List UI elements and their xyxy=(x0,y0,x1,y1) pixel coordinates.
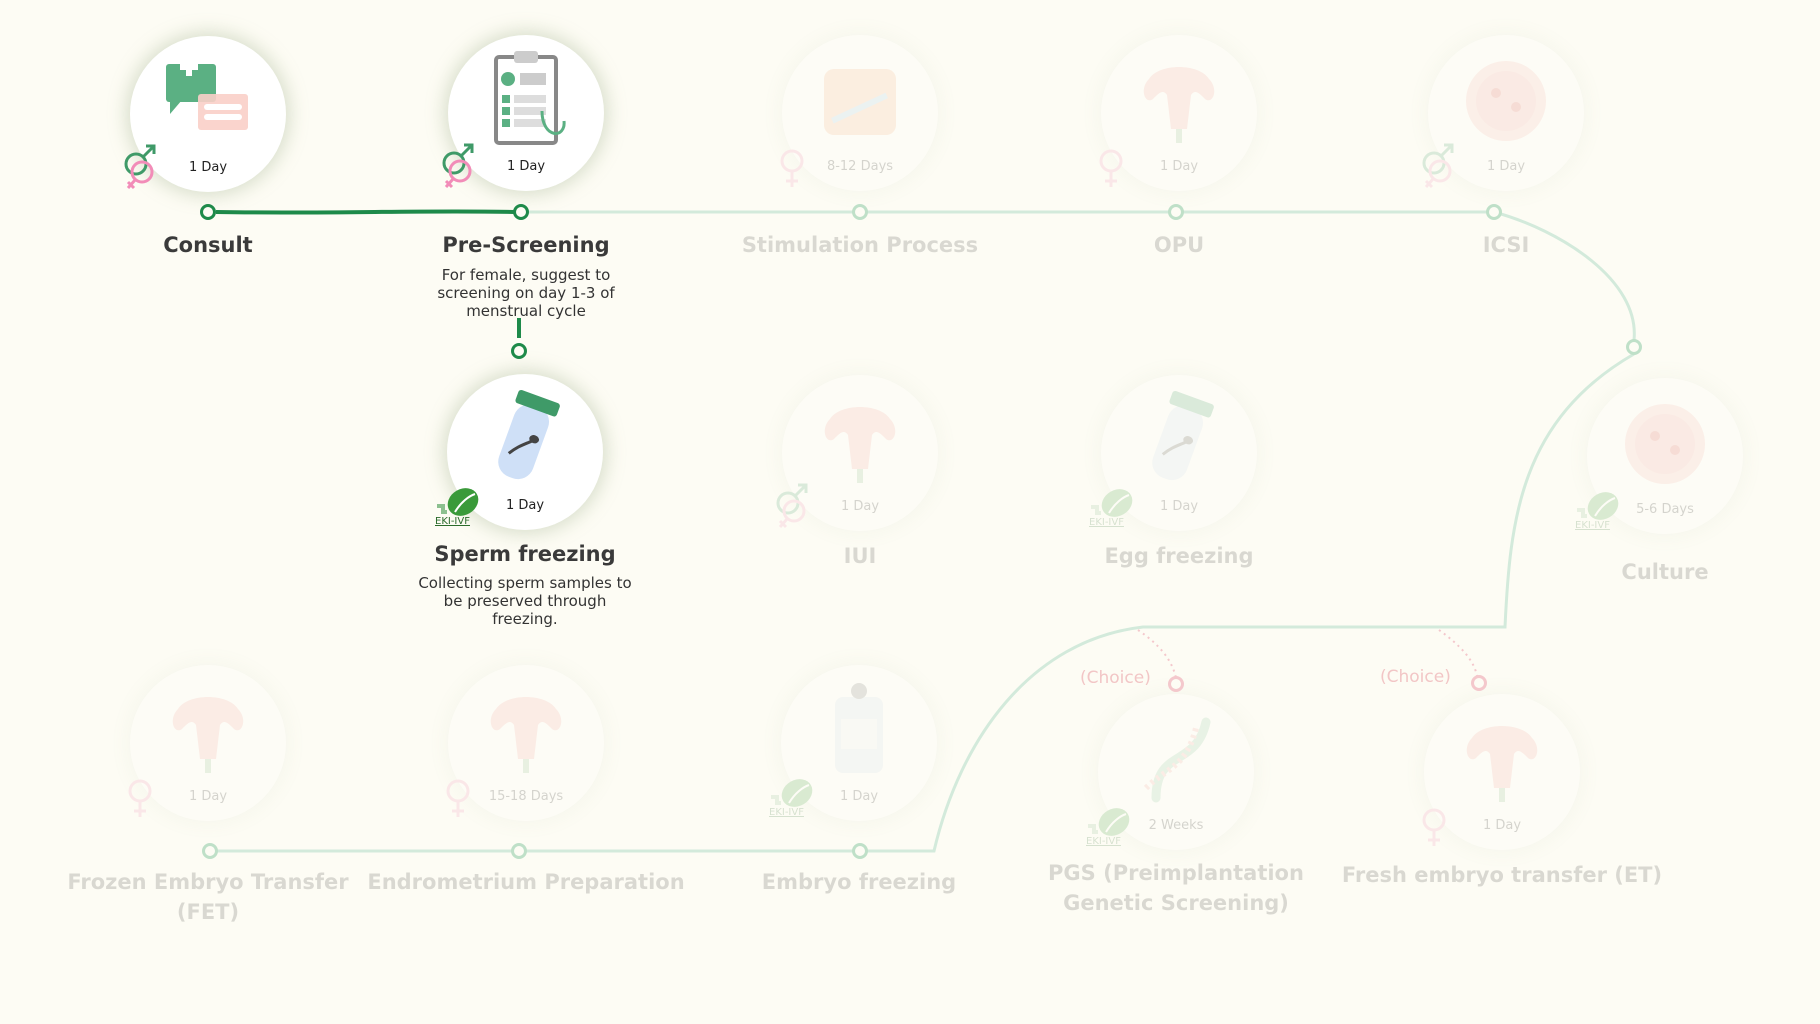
duration-label: 1 Day xyxy=(188,160,228,175)
duration-label: 8-12 Days xyxy=(826,159,894,174)
choice-label-pgs: (Choice) xyxy=(1080,668,1151,688)
tube-icon xyxy=(498,389,560,480)
timeline-node-opu[interactable] xyxy=(1168,204,1184,220)
male-female-icon xyxy=(774,483,818,531)
duration-label: 1 Day xyxy=(1159,159,1199,174)
eki-ivf-logo: EKI-IVF xyxy=(1084,802,1138,850)
step-circle-culture[interactable]: 5-6 Days EKI-IVF xyxy=(1575,378,1743,534)
uterus-icon xyxy=(1143,67,1215,143)
male-female-icon xyxy=(122,144,166,192)
step-circle-pre-screening[interactable]: 1 Day xyxy=(442,35,604,191)
step-circle-stimulation-process[interactable]: 8-12 Days xyxy=(780,35,938,191)
step-title[interactable]: Embryo freezing xyxy=(761,870,957,894)
timeline-node-consult[interactable] xyxy=(200,204,216,220)
duration-label: 1 Day xyxy=(840,499,880,514)
female-icon xyxy=(440,773,484,821)
female-icon xyxy=(122,773,166,821)
step-title[interactable]: Culture xyxy=(1621,560,1709,584)
uterus-icon xyxy=(1466,726,1538,802)
step-circle-iui[interactable]: 1 Day xyxy=(776,375,938,531)
female-icon xyxy=(1093,143,1137,191)
step-title[interactable]: Egg freezing xyxy=(1104,544,1254,568)
step-title[interactable]: PGS (Preimplantation Genetic Screening) xyxy=(1048,861,1304,915)
timeline-node-sperm-freezing[interactable] xyxy=(511,343,527,359)
step-title[interactable]: ICSI xyxy=(1482,233,1530,257)
male-female-icon xyxy=(440,143,484,191)
duration-label: 2 Weeks xyxy=(1148,818,1204,833)
step-circle-pgs[interactable]: 2 Weeks EKI-IVF xyxy=(1086,694,1254,850)
dish-icon xyxy=(1466,61,1546,141)
step-circle-opu[interactable]: 1 Day xyxy=(1099,35,1257,191)
step-circle-embryo-freezing[interactable]: 1 Day EKI-IVF xyxy=(769,665,937,821)
duration-label: 1 Day xyxy=(1482,818,1522,833)
dna-icon xyxy=(1143,717,1211,803)
tube-icon xyxy=(1152,390,1214,481)
timeline-node-embryo-freezing[interactable] xyxy=(852,843,868,859)
eki-ivf-logo: EKI-IVF xyxy=(1087,483,1141,531)
timeline-node-fresh-et[interactable] xyxy=(1471,675,1487,691)
dish-icon xyxy=(1625,404,1705,484)
uterus-icon xyxy=(490,697,562,773)
step-circle-icsi[interactable]: 1 Day xyxy=(1422,35,1584,191)
uterus-icon xyxy=(172,697,244,773)
faded-path xyxy=(216,210,1636,853)
step-circle-endometrium-preparation[interactable]: 15-18 Days xyxy=(446,665,604,821)
uterus-icon xyxy=(824,407,896,483)
duration-label: 5-6 Days xyxy=(1636,502,1694,517)
step-title[interactable]: Sperm freezing xyxy=(434,542,616,566)
step-title[interactable]: Consult xyxy=(163,233,253,257)
step-title[interactable]: Endrometrium Preparation xyxy=(367,870,685,894)
duration-label: 1 Day xyxy=(839,789,879,804)
belly-icon xyxy=(824,69,896,135)
timeline-node-culture[interactable] xyxy=(1626,339,1642,355)
step-title[interactable]: Pre-Screening xyxy=(442,233,610,257)
bag-icon xyxy=(835,683,883,773)
chat-icon xyxy=(166,58,248,130)
duration-label: 1 Day xyxy=(506,159,546,174)
clipboard-icon xyxy=(494,51,566,145)
duration-label: 1 Day xyxy=(188,789,228,804)
step-circle-sperm-freezing[interactable]: 1 Day EKI-IVF xyxy=(435,374,603,530)
timeline-node-icsi[interactable] xyxy=(1486,204,1502,220)
duration-label: 1 Day xyxy=(505,498,545,513)
timeline-node-pgs[interactable] xyxy=(1168,676,1184,692)
eki-ivf-logo: EKI-IVF xyxy=(767,773,821,821)
step-title[interactable]: IUI xyxy=(843,544,877,568)
step-title[interactable]: Stimulation Process xyxy=(741,233,979,257)
step-title[interactable]: OPU xyxy=(1153,233,1205,257)
step-description: For female, suggest to screening on day … xyxy=(437,266,615,320)
duration-label: 1 Day xyxy=(1159,499,1199,514)
female-icon xyxy=(1416,802,1460,850)
step-circle-fet[interactable]: 1 Day xyxy=(128,665,286,821)
choice-path-1 xyxy=(1137,629,1177,679)
eki-ivf-logo: EKI-IVF xyxy=(433,482,487,530)
step-description: Collecting sperm samples to be preserved… xyxy=(418,574,632,628)
timeline-node-pre-screening[interactable] xyxy=(513,204,529,220)
male-female-icon xyxy=(1420,143,1464,191)
step-circle-fresh-et[interactable]: 1 Day xyxy=(1422,694,1580,850)
step-circle-egg-freezing[interactable]: 1 Day EKI-IVF xyxy=(1089,375,1257,531)
female-icon xyxy=(774,143,818,191)
duration-label: 1 Day xyxy=(1486,159,1526,174)
timeline-node-endometrium-preparation[interactable] xyxy=(511,843,527,859)
step-title[interactable]: Frozen Embryo Transfer (FET) xyxy=(67,870,349,924)
timeline-node-stimulation-process[interactable] xyxy=(852,204,868,220)
choice-label-fresh-et: (Choice) xyxy=(1380,667,1451,687)
step-title[interactable]: Fresh embryo transfer (ET) xyxy=(1341,863,1663,887)
duration-label: 15-18 Days xyxy=(488,789,564,804)
active-path xyxy=(215,209,515,215)
choice-path-2 xyxy=(1438,629,1478,677)
eki-ivf-logo: EKI-IVF xyxy=(1573,486,1627,534)
step-circle-consult[interactable]: 1 Day xyxy=(124,36,286,192)
timeline-node-fet[interactable] xyxy=(202,843,218,859)
